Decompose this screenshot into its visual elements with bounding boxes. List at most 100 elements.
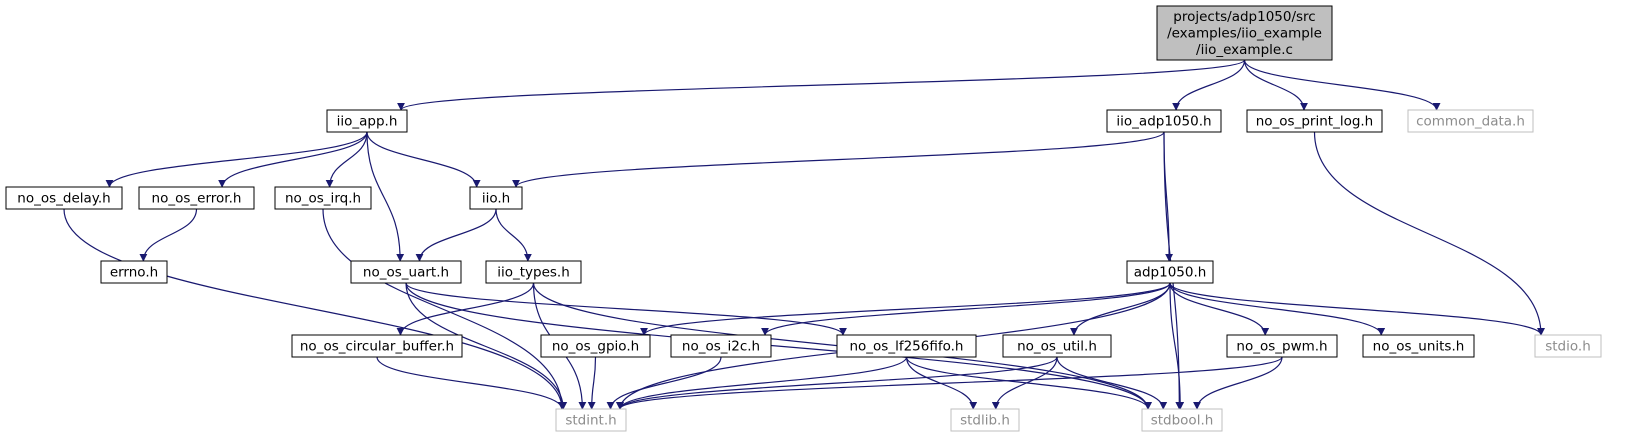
edge-iio-to-no_os_uart <box>415 208 497 262</box>
edge-no_os_circular_buffer-to-stdint <box>376 356 566 410</box>
node-common-data: common_data.h <box>1407 109 1534 133</box>
node-box <box>469 186 523 210</box>
edge-iio_app-to-iio <box>366 131 481 188</box>
node-label: no_os_print_log.h <box>1256 114 1374 130</box>
node-label: errno.h <box>110 265 158 281</box>
edge-no_os_lf256fifo-to-stdint <box>616 356 908 410</box>
edge-iio_app-to-no_os_delay <box>105 131 368 188</box>
edge-no_os_pwm-to-stdbool <box>1193 356 1283 410</box>
node-box <box>1156 5 1333 61</box>
edge-no_os_gpio-to-stdint <box>587 356 597 410</box>
node-no-os-error[interactable]: no_os_error.h <box>138 186 255 210</box>
node-iio-adp1050[interactable]: iio_adp1050.h <box>1106 109 1222 133</box>
node-box <box>138 186 255 210</box>
node-iio[interactable]: iio.h <box>469 186 523 210</box>
edge-adp1050-to-no_os_i2c <box>761 282 1171 336</box>
node-label: no_os_lf256fifo.h <box>849 339 963 355</box>
edge-no_os_util-to-stdbool <box>1056 356 1168 410</box>
node-label: stdint.h <box>565 413 616 429</box>
node-label: no_os_error.h <box>152 191 242 207</box>
node-root[interactable]: projects/adp1050/src/examples/iio_exampl… <box>1156 5 1333 61</box>
node-label: /examples/iio_example <box>1167 26 1322 42</box>
edge-no_os_pwm-to-stdint <box>616 356 1283 410</box>
edge-root-to-iio_adp1050 <box>1172 59 1246 111</box>
edge-adp1050-to-stdio <box>1169 282 1545 336</box>
node-label: no_os_uart.h <box>363 265 449 281</box>
node-label: no_os_delay.h <box>17 191 110 207</box>
node-label: stdio.h <box>1545 339 1591 355</box>
node-box <box>950 408 1020 432</box>
node-no-os-delay[interactable]: no_os_delay.h <box>5 186 123 210</box>
edge-no_os_util-to-stdint <box>616 356 1058 410</box>
node-label: no_os_gpio.h <box>552 339 639 355</box>
edge-iio_adp1050-to-iio <box>512 131 1165 188</box>
node-label: no_os_pwm.h <box>1236 339 1327 355</box>
edge-no_os_delay-to-stdint <box>63 208 566 410</box>
node-no-os-print-log[interactable]: no_os_print_log.h <box>1246 109 1383 133</box>
node-box <box>1002 334 1112 358</box>
node-label: no_os_irq.h <box>285 191 361 207</box>
edge-iio_app-to-no_os_uart <box>366 131 405 262</box>
node-no-os-pwm[interactable]: no_os_pwm.h <box>1226 334 1338 358</box>
node-no-os-units[interactable]: no_os_units.h <box>1362 334 1475 358</box>
node-label: projects/adp1050/src <box>1173 9 1315 25</box>
node-adp1050[interactable]: adp1050.h <box>1126 260 1214 284</box>
edge-adp1050-to-stdbool <box>1169 282 1185 410</box>
node-label: iio_app.h <box>337 114 398 130</box>
node-no-os-circular-buffer[interactable]: no_os_circular_buffer.h <box>291 334 463 358</box>
node-box <box>485 260 582 284</box>
node-label: no_os_i2c.h <box>682 339 760 355</box>
edge-root-to-iio_app <box>397 59 1246 111</box>
node-box <box>100 260 168 284</box>
node-box <box>1246 109 1383 133</box>
edge-no_os_uart-to-stdint <box>405 282 568 410</box>
edge-adp1050-to-no_os_units <box>1169 282 1386 336</box>
node-iio-types[interactable]: iio_types.h <box>485 260 582 284</box>
node-label: /iio_example.c <box>1196 42 1293 58</box>
edge-no_os_uart-to-stdbool <box>405 282 1152 410</box>
node-no-os-util[interactable]: no_os_util.h <box>1002 334 1112 358</box>
node-errno[interactable]: errno.h <box>100 260 168 284</box>
node-stdbool: stdbool.h <box>1141 408 1223 432</box>
node-label: common_data.h <box>1416 114 1525 130</box>
node-no-os-gpio[interactable]: no_os_gpio.h <box>540 334 651 358</box>
edge-no_os_util-to-stdlib <box>991 356 1058 410</box>
node-label: stdbool.h <box>1151 413 1214 429</box>
edge-iio-to-iio_types <box>495 208 532 262</box>
node-no-os-irq[interactable]: no_os_irq.h <box>274 186 372 210</box>
node-box <box>836 334 977 358</box>
node-box <box>1141 408 1223 432</box>
node-box <box>350 260 462 284</box>
node-box <box>5 186 123 210</box>
edge-root-to-no_os_print_log <box>1243 59 1308 111</box>
node-box <box>291 334 463 358</box>
node-label: stdlib.h <box>960 413 1010 429</box>
node-stdint: stdint.h <box>555 408 627 432</box>
node-box <box>555 408 627 432</box>
node-box <box>1126 260 1214 284</box>
node-box <box>1534 334 1602 358</box>
edge-adp1050-to-no_os_pwm <box>1169 282 1270 336</box>
node-box <box>1407 109 1534 133</box>
node-box <box>1362 334 1475 358</box>
edge-no_os_irq-to-stdint <box>322 208 566 410</box>
node-box <box>326 109 408 133</box>
node-label: iio_types.h <box>497 265 570 281</box>
node-stdio: stdio.h <box>1534 334 1602 358</box>
edge-iio_app-to-no_os_error <box>218 131 368 188</box>
node-no-os-lf256fifo[interactable]: no_os_lf256fifo.h <box>836 334 977 358</box>
node-label: no_os_util.h <box>1017 339 1097 355</box>
edge-root-to-common_data <box>1243 59 1441 111</box>
node-label: no_os_circular_buffer.h <box>300 339 454 355</box>
edge-no_os_uart-to-no_os_lf256fifo <box>405 282 847 336</box>
node-iio-app[interactable]: iio_app.h <box>326 109 408 133</box>
node-no-os-i2c[interactable]: no_os_i2c.h <box>670 334 772 358</box>
node-box <box>1106 109 1222 133</box>
edge-iio_app-to-no_os_irq <box>325 131 368 188</box>
edge-no_os_print_log-to-stdio <box>1313 131 1545 336</box>
node-box <box>274 186 372 210</box>
node-label: adp1050.h <box>1134 265 1207 281</box>
node-no-os-uart[interactable]: no_os_uart.h <box>350 260 462 284</box>
edge-iio_types-to-no_os_circular_buffer <box>396 282 535 336</box>
